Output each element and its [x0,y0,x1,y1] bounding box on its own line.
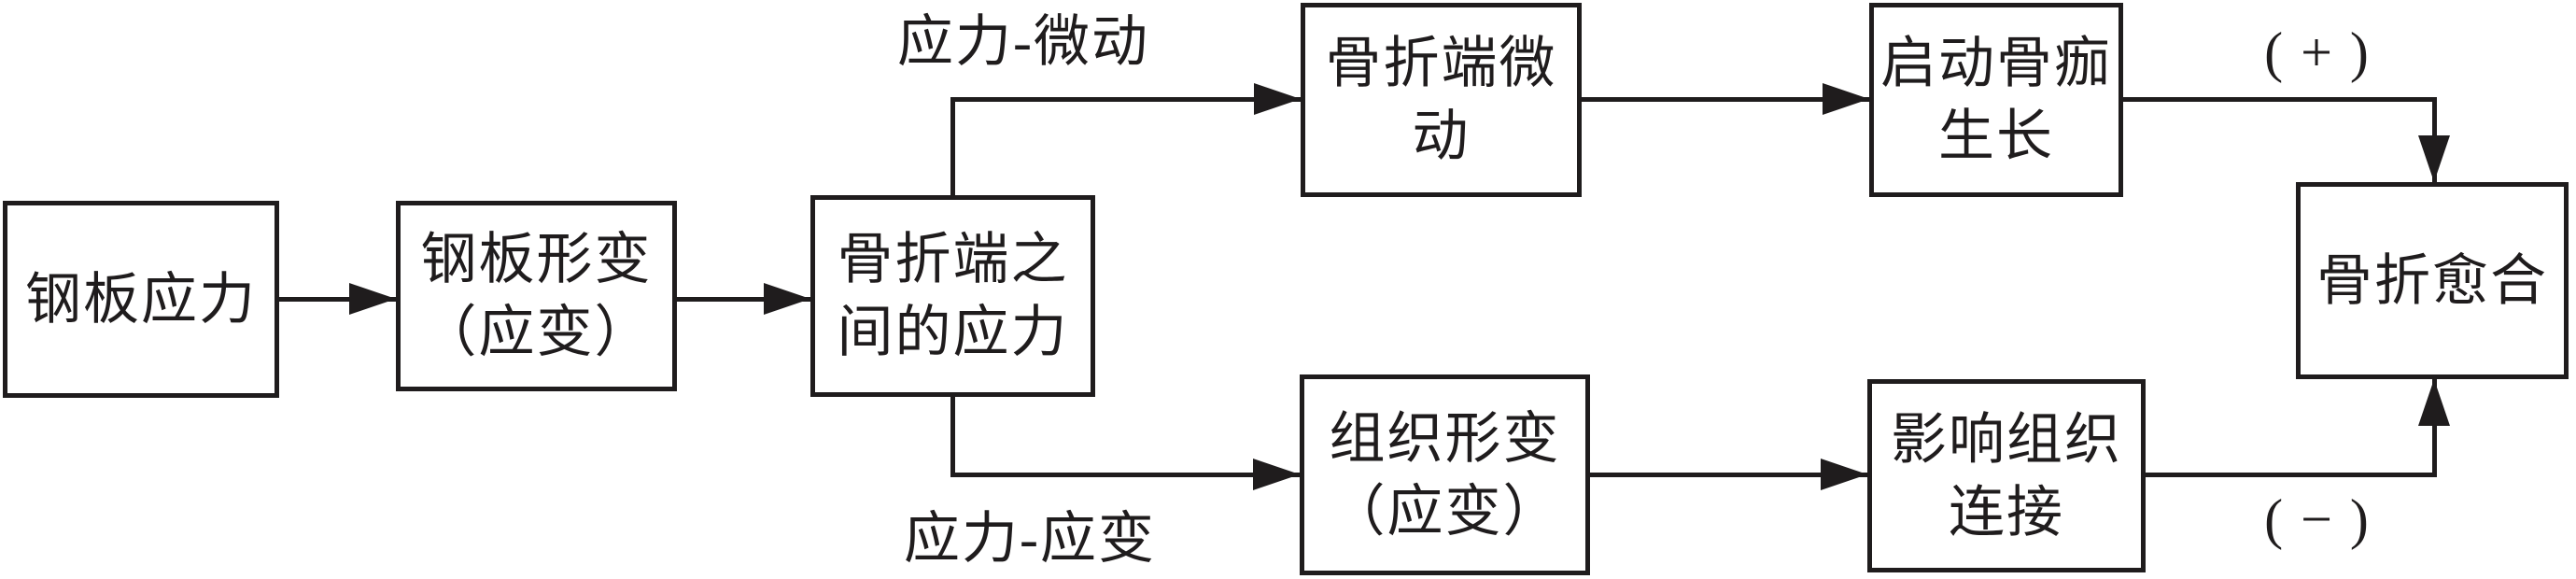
arrowhead-right-icon [1253,459,1300,490]
node-label-line: 骨折端微 [1325,33,1557,94]
node-label-line: 组织形变 [1329,407,1561,470]
node-label-line: （应变） [1329,480,1561,543]
node-fracture-healing: 骨折愈合 [2296,182,2569,379]
node-steel-plate-stress: 钢板应力 [3,201,279,398]
node-steel-plate-deformation: 钢板形变 （应变） [396,201,677,391]
node-label-line: 动 [1412,106,1471,167]
node-label-line: 连接 [1949,481,2064,544]
edge-line-3-riser [950,97,955,195]
edge-label-stress-micromotion: 应力-微动 [897,11,1149,73]
node-tissue-connection-impact: 影响组织 连接 [1867,379,2146,572]
arrowhead-down-icon [2418,135,2450,182]
edge-line-3 [950,97,1301,102]
arrowhead-right-icon [1254,83,1301,115]
edge-line-6-drop [950,396,955,477]
node-label-line: 骨折端之 [837,229,1069,290]
arrowhead-up-icon [2418,379,2450,426]
edge-label-plus: ( + ) [2264,21,2371,83]
edge-line-4 [1581,97,1869,102]
node-tissue-deformation: 组织形变 （应变） [1300,374,1590,575]
edge-line-7 [1589,473,1867,477]
edge-line-8 [2145,473,2437,477]
edge-line-5 [2122,97,2437,102]
arrowhead-right-icon [1823,83,1869,115]
edge-line-8-riser [2432,379,2437,477]
node-label-line: 生长 [1938,106,2054,167]
edge-line-6 [950,473,1300,477]
node-label-line: 骨折愈合 [2316,249,2548,312]
edge-line-2 [676,297,810,302]
edge-label-minus: ( − ) [2264,488,2371,550]
node-fracture-end-micromotion: 骨折端微 动 [1301,3,1582,197]
node-label-line: （应变） [420,302,653,363]
node-label-line: 间的应力 [837,302,1069,363]
node-inter-fragment-stress: 骨折端之 间的应力 [810,195,1095,397]
arrowhead-right-icon [349,283,396,315]
edge-line-1 [278,297,396,302]
node-label-line: 钢板应力 [25,268,257,331]
arrowhead-right-icon [764,283,810,315]
node-label-line: 钢板形变 [420,229,653,290]
arrowhead-right-icon [1821,459,1867,490]
node-callus-growth-initiation: 启动骨痂 生长 [1869,3,2123,197]
edge-label-stress-strain: 应力-应变 [904,508,1156,570]
node-label-line: 启动骨痂 [1880,33,2112,94]
node-label-line: 影响组织 [1891,408,2122,471]
